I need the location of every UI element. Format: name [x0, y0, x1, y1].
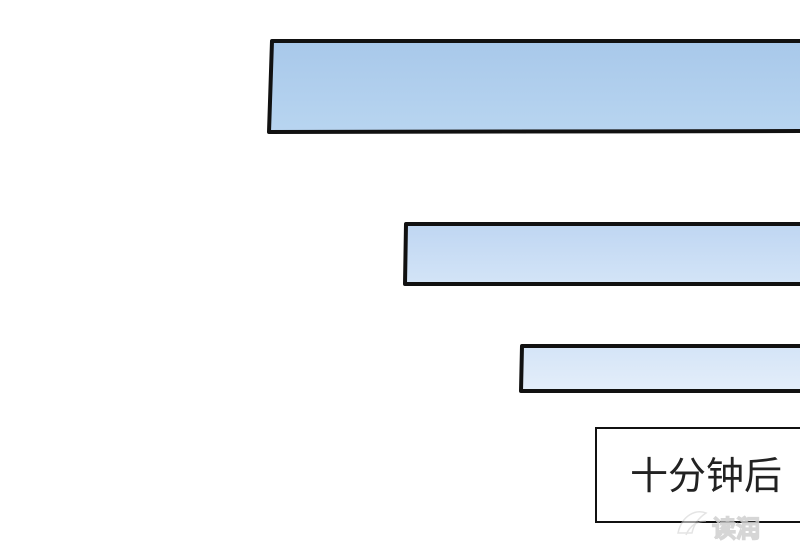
watermark-logo-icon: [677, 511, 708, 536]
small-blue-bar: [519, 344, 800, 393]
watermark-text: 读润: [711, 514, 760, 543]
caption-box: [595, 427, 800, 523]
caption-text: 十分钟后: [630, 454, 783, 498]
large-blue-bar: [267, 39, 800, 134]
medium-blue-bar: [403, 222, 800, 286]
